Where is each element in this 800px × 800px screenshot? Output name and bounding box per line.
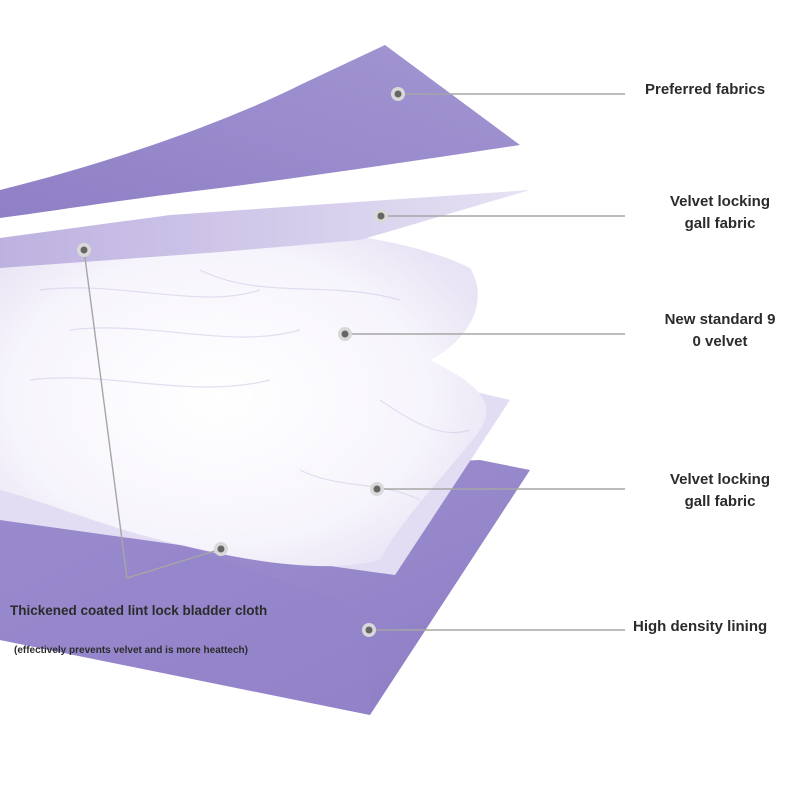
label-line: High density lining (633, 618, 768, 635)
anchor-dot-5 (362, 623, 376, 637)
label-line: New standard 9 (664, 311, 776, 328)
bladder-cloth-note: (effectively prevents velvet and is more… (14, 645, 248, 656)
label-velvet-locking-lower: Velvet locking gall fabric (640, 469, 800, 513)
leader-line-bladder (83, 249, 222, 579)
leader-lines (83, 93, 625, 631)
anchor-dot-1 (391, 87, 405, 101)
label-high-density-lining: High density lining (625, 616, 800, 638)
upper-velvet-locking-layer (0, 190, 530, 268)
label-bladder-cloth: Thickened coated lint lock bladder cloth (10, 603, 268, 618)
label-preferred-fabrics: Preferred fabrics (630, 79, 800, 101)
anchor-dot-3 (338, 327, 352, 341)
label-line: gall fabric (684, 215, 756, 232)
label-line: Velvet locking (669, 471, 771, 488)
anchor-dot-4 (370, 482, 384, 496)
anchor-dot-bladder-a (77, 243, 91, 257)
label-line: 0 velvet (692, 333, 748, 350)
anchor-dot-bladder-b (214, 542, 228, 556)
label-new-standard-velvet: New standard 9 0 velvet (640, 309, 800, 353)
anchor-dot-2 (374, 209, 388, 223)
down-fill-layer (0, 228, 487, 567)
anchor-dots (77, 87, 405, 637)
preferred-fabrics-layer (0, 45, 520, 218)
label-line: Preferred fabrics (645, 81, 766, 98)
label-line: Velvet locking (669, 193, 771, 210)
label-velvet-locking-upper: Velvet locking gall fabric (640, 191, 800, 235)
label-line: gall fabric (684, 493, 756, 510)
